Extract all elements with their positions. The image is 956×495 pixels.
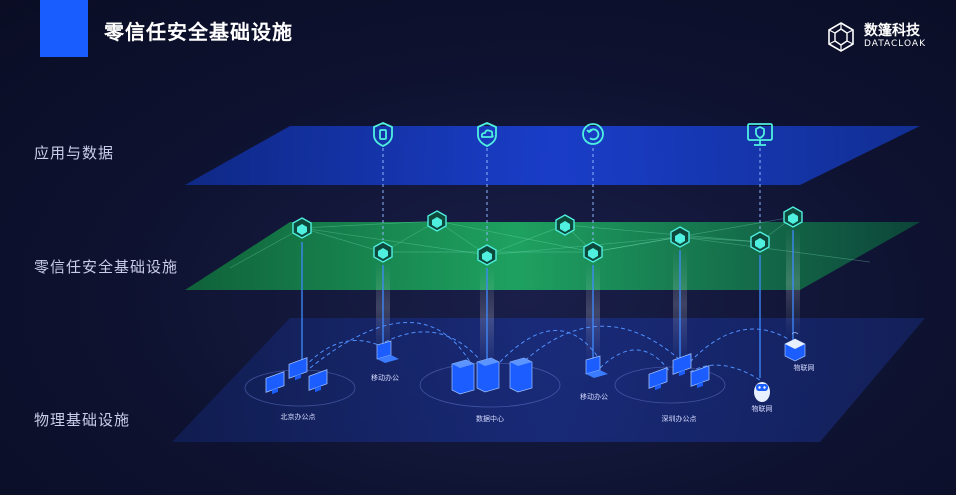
- site-label-mobile-2: 移动办公: [580, 393, 608, 401]
- server-icon: [509, 357, 533, 393]
- zero-trust-mesh: [229, 216, 871, 269]
- zt-node-cube-icon: [477, 244, 497, 266]
- monitor-icon: [648, 367, 668, 391]
- zt-nodes: [292, 206, 803, 266]
- layer-label-zero-trust: 零信任安全基础设施: [34, 258, 179, 276]
- monitor-icon: [288, 357, 308, 381]
- zt-node-cube-icon: [373, 241, 393, 263]
- title-accent-bar: [40, 0, 88, 57]
- monitor-icon: [265, 371, 285, 395]
- server-icon: [451, 359, 475, 395]
- zt-node-cube-icon: [783, 206, 803, 228]
- brand-name-en: DATACLOAK: [864, 38, 926, 49]
- site-label-shenzhen: 深圳办公点: [661, 415, 697, 423]
- layer-label-app: 应用与数据: [34, 144, 115, 162]
- page-title: 零信任安全基础设施: [104, 20, 293, 44]
- laptop-icon: [585, 355, 608, 378]
- physical-links: [301, 230, 794, 378]
- zero-trust-layer-plane: [185, 222, 920, 290]
- laptop-icon: [376, 340, 399, 363]
- shenzhen-office-devices: [648, 353, 710, 391]
- zt-node-cube-icon: [750, 231, 770, 253]
- zt-node-cube-icon: [427, 210, 447, 232]
- monitor-icon: [690, 365, 710, 389]
- robot-icon: [754, 382, 770, 402]
- zt-node-cube-icon: [583, 241, 603, 263]
- layer-label-physical: 物理基础设施: [34, 411, 131, 429]
- app-layer-plane: [185, 126, 920, 185]
- site-label-iot-1: 物联网: [751, 405, 773, 413]
- datacenter-servers: [451, 357, 533, 395]
- zt-node-cube-icon: [555, 214, 575, 236]
- monitor-icon: [672, 353, 692, 377]
- zt-node-cube-icon: [292, 217, 312, 239]
- site-label-iot-2: 物联网: [793, 364, 815, 372]
- app-shield-cloud-icon: [477, 122, 497, 147]
- app-shield-refresh-icon: [582, 123, 604, 145]
- app-shield-mobile-icon: [373, 122, 393, 147]
- app-links: [382, 148, 761, 243]
- beijing-office-devices: [265, 357, 328, 395]
- app-monitor-shield-icon: [747, 123, 773, 146]
- brand-mark-icon: [828, 22, 854, 52]
- site-label-mobile-1: 移动办公: [371, 374, 399, 382]
- brand-name-cn: 数篷科技: [864, 23, 920, 40]
- site-arcs: [299, 321, 791, 381]
- site-label-datacenter: 数据中心: [476, 415, 504, 423]
- brand-logo: 数篷科技 DATACLOAK: [826, 22, 926, 52]
- iot-box-icon: [784, 332, 806, 362]
- site-label-beijing: 北京办公点: [280, 413, 316, 421]
- zt-node-cube-icon: [670, 226, 690, 248]
- physical-layer-plane: [172, 318, 925, 442]
- monitor-icon: [308, 369, 328, 393]
- server-icon: [476, 357, 500, 393]
